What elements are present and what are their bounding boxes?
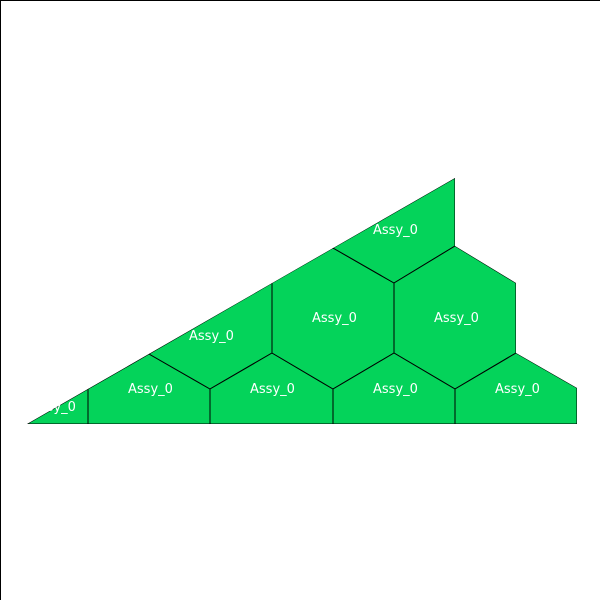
cell-label: Assy_0 [189, 329, 234, 344]
cell-label: Assy_0 [495, 382, 540, 397]
assembly-cell-9 [454, 352, 577, 424]
cell-label: Assy_0 [373, 382, 418, 397]
cell-label: Assy_0 [434, 311, 479, 326]
cell-label: Assy_0 [312, 311, 357, 326]
cell-labels: Assy_0 Assy_0 Assy_0 Assy_0 Assy_0 Assy_… [31, 223, 540, 415]
cell-label: Assy_0 [128, 382, 173, 397]
cell-label: Assy_0 [31, 400, 76, 415]
cell-label: Assy_0 [373, 223, 418, 238]
cell-label: Assy_0 [250, 382, 295, 397]
